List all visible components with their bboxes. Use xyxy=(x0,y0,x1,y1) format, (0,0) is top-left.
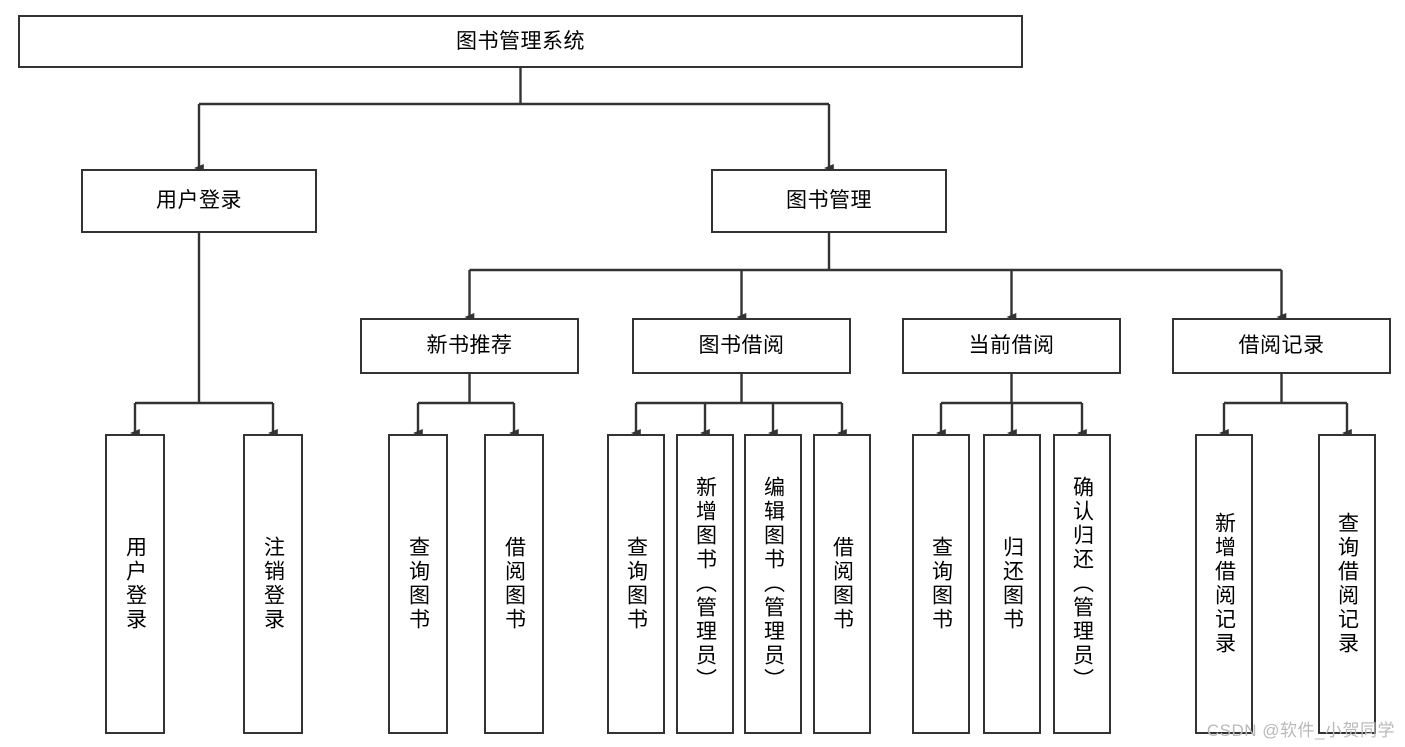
node-new-book-rec[interactable]: 新书推荐 xyxy=(360,318,579,374)
node-label-leaf-borrow-book-bb: 借阅图书 xyxy=(830,536,854,632)
node-label-new-book-rec: 新书推荐 xyxy=(426,334,513,358)
node-label-leaf-query-book-cb: 查询图书 xyxy=(929,536,953,632)
node-label-leaf-return-book: 归还图书 xyxy=(1000,536,1024,632)
node-book-manage[interactable]: 图书管理 xyxy=(711,169,947,233)
node-label-current-borrow: 当前借阅 xyxy=(968,334,1055,358)
node-label-leaf-edit-book: 编辑图书（管理员） xyxy=(761,476,785,692)
node-leaf-add-record[interactable]: 新增借阅记录 xyxy=(1195,434,1253,734)
node-label-leaf-user-logout: 注销登录 xyxy=(261,536,285,632)
node-book-borrow[interactable]: 图书借阅 xyxy=(632,318,851,374)
node-root[interactable]: 图书管理系统 xyxy=(18,15,1023,68)
node-label-leaf-add-book: 新增图书（管理员） xyxy=(693,476,717,692)
node-label-leaf-add-record: 新增借阅记录 xyxy=(1212,512,1236,656)
node-label-user-login: 用户登录 xyxy=(156,189,242,213)
node-leaf-add-book[interactable]: 新增图书（管理员） xyxy=(676,434,734,734)
node-label-leaf-query-book-bb: 查询图书 xyxy=(624,536,648,632)
node-leaf-return-book[interactable]: 归还图书 xyxy=(983,434,1041,734)
node-label-leaf-confirm-return: 确认归还（管理员） xyxy=(1070,476,1094,692)
node-user-login[interactable]: 用户登录 xyxy=(81,169,317,233)
node-borrow-record[interactable]: 借阅记录 xyxy=(1172,318,1391,374)
node-leaf-query-book-bb[interactable]: 查询图书 xyxy=(607,434,665,734)
node-leaf-query-book-rec[interactable]: 查询图书 xyxy=(388,434,448,734)
node-leaf-user-login[interactable]: 用户登录 xyxy=(105,434,165,734)
node-label-root: 图书管理系统 xyxy=(456,29,585,53)
node-leaf-query-book-cb[interactable]: 查询图书 xyxy=(912,434,970,734)
node-label-leaf-borrow-book-rec: 借阅图书 xyxy=(502,536,526,632)
node-label-leaf-query-record: 查询借阅记录 xyxy=(1335,512,1359,656)
node-leaf-borrow-book-bb[interactable]: 借阅图书 xyxy=(813,434,871,734)
node-label-borrow-record: 借阅记录 xyxy=(1238,334,1325,358)
node-label-leaf-user-login: 用户登录 xyxy=(123,536,147,632)
node-current-borrow[interactable]: 当前借阅 xyxy=(902,318,1121,374)
node-label-leaf-query-book-rec: 查询图书 xyxy=(406,536,430,632)
node-leaf-edit-book[interactable]: 编辑图书（管理员） xyxy=(744,434,802,734)
node-leaf-user-logout[interactable]: 注销登录 xyxy=(243,434,303,734)
watermark-text: CSDN @软件_小贺同学 xyxy=(1206,721,1395,740)
node-leaf-confirm-return[interactable]: 确认归还（管理员） xyxy=(1053,434,1111,734)
node-leaf-borrow-book-rec[interactable]: 借阅图书 xyxy=(484,434,544,734)
node-leaf-query-record[interactable]: 查询借阅记录 xyxy=(1318,434,1376,734)
node-label-book-borrow: 图书借阅 xyxy=(698,334,785,358)
node-label-book-manage: 图书管理 xyxy=(786,189,872,213)
